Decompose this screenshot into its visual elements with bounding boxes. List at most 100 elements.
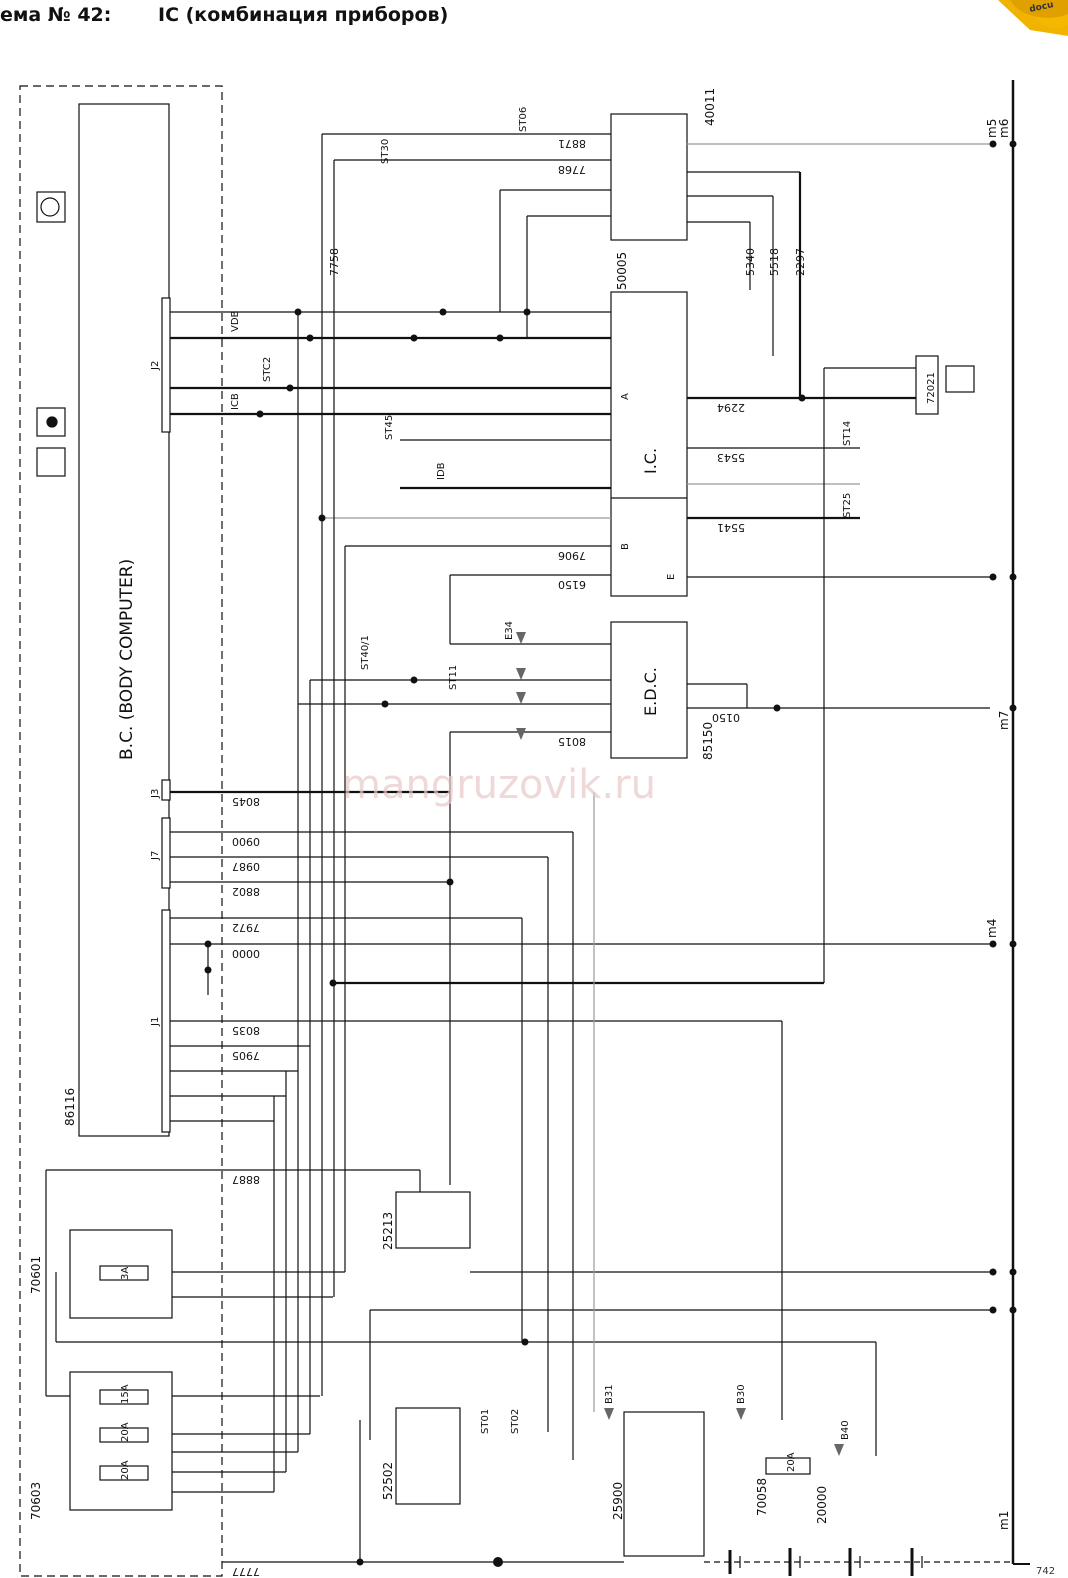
relay-code: 25213 xyxy=(381,1212,395,1250)
connector-j2 xyxy=(161,297,171,433)
fuse-15a xyxy=(99,1389,149,1405)
wire-8015: 8015 xyxy=(558,735,586,748)
clock-icon xyxy=(36,191,66,223)
splice-st02: ST02 xyxy=(510,1409,521,1434)
connector-j2-label: J2 xyxy=(150,361,161,371)
connector-j1-label: J1 xyxy=(150,1017,161,1027)
connector-j3 xyxy=(161,779,171,801)
logo-text: docu xyxy=(1029,0,1055,15)
earth-b31: B31 xyxy=(604,1384,615,1404)
watermark: mangruzovik.ru xyxy=(342,762,656,808)
bc-outline xyxy=(19,85,223,1577)
sensor-code: 72021 xyxy=(926,372,937,404)
battery-code: 20000 xyxy=(815,1486,829,1524)
splice-st01: ST01 xyxy=(480,1409,491,1434)
splice-stc2: STC2 xyxy=(262,357,273,382)
wire-8887: 8887 xyxy=(232,1173,260,1186)
fuse-box2-code: 70603 xyxy=(29,1482,43,1520)
ic-block-e-label: E xyxy=(666,574,677,580)
k40011-code: 40011 xyxy=(703,88,717,126)
wire-6150: 6150 xyxy=(558,578,586,591)
wire-7777: 7777 xyxy=(232,1565,260,1578)
ic-block-b-label: B xyxy=(620,543,631,550)
wire-8045: 8045 xyxy=(232,795,260,808)
wire-8035: 8035 xyxy=(232,1024,260,1037)
connector-j7 xyxy=(161,817,171,889)
edc-module xyxy=(610,621,688,759)
fuse-box-70603 xyxy=(69,1371,173,1511)
wire-0900: 0900 xyxy=(232,835,260,848)
splice-st11: ST11 xyxy=(448,665,459,690)
wire-8871: 8871 xyxy=(558,137,586,150)
splice-st06: ST06 xyxy=(518,107,529,132)
fuse-box-70601 xyxy=(69,1229,173,1319)
fuse-20a-2-label: 20A xyxy=(120,1460,131,1480)
relay-25213 xyxy=(395,1191,471,1249)
splice-st45: ST45 xyxy=(384,415,395,440)
splice-st14: ST14 xyxy=(842,421,853,446)
fuse-70058-label: 20A xyxy=(786,1452,797,1472)
page-header: ема № 42: IC (комбинация приборов) docu xyxy=(0,0,1068,40)
fuse-20a-2 xyxy=(99,1465,149,1481)
switch-code: 52502 xyxy=(381,1462,395,1500)
wire-7768: 7768 xyxy=(558,163,586,176)
sensor-72021 xyxy=(915,355,939,415)
scheme-title: IC (комбинация приборов) xyxy=(158,4,449,26)
edc-code: 85150 xyxy=(701,722,715,760)
fuse-box1-code: 70601 xyxy=(29,1256,43,1294)
wire-5541: 5541 xyxy=(717,521,745,534)
wire-7972: 7972 xyxy=(232,921,260,934)
bc-name: B.C. (BODY COMPUTER) xyxy=(117,559,137,760)
wire-8802: 8802 xyxy=(232,885,260,898)
bus-icb: ICB xyxy=(230,393,241,410)
battery-switch-25900 xyxy=(623,1411,705,1557)
k50005-code: 50005 xyxy=(615,252,629,290)
battery-switch-code: 25900 xyxy=(611,1482,625,1520)
ground-m7: m7 xyxy=(997,711,1011,730)
fuse-20a-1-label: 20A xyxy=(120,1422,131,1442)
edc-name: E.D.C. xyxy=(641,667,660,716)
fuse-70058-code: 70058 xyxy=(755,1478,769,1516)
sensor-symbol xyxy=(945,365,975,393)
connector-j3-label: J3 xyxy=(150,789,161,799)
wire-7906: 7906 xyxy=(558,549,586,562)
ground-m5: m5 xyxy=(985,119,999,138)
wire-2294: 2294 xyxy=(717,401,745,414)
splice-st25: ST25 xyxy=(842,493,853,518)
wire-5543: 5543 xyxy=(717,451,745,464)
bc-body xyxy=(78,103,170,1137)
splice-st30: ST30 xyxy=(380,139,391,164)
module-40011 xyxy=(610,113,688,241)
ic-block-a-label: A xyxy=(620,393,631,400)
earth-b30: B30 xyxy=(736,1384,747,1404)
splice-st40: ST40/1 xyxy=(360,635,371,670)
earth-b40: B40 xyxy=(840,1420,851,1440)
ic-name: I.C. xyxy=(641,448,660,474)
fuse-70058 xyxy=(765,1457,811,1475)
switch-52502 xyxy=(395,1407,461,1505)
wire-2297: 2297 xyxy=(794,248,807,276)
wire-0987: 0987 xyxy=(232,860,260,873)
ground-m4: m4 xyxy=(985,919,999,938)
wiring-diagram: 86116 B.C. (BODY COMPUTER) 40011 50005 I… xyxy=(19,80,1055,1578)
bus-idb: IDB xyxy=(436,462,447,480)
buzzer-icon xyxy=(36,407,66,437)
ground-m1: m1 xyxy=(997,1511,1011,1530)
connector-j1 xyxy=(161,909,171,1133)
wire-5340: 5340 xyxy=(744,248,757,276)
docu-logo: docu xyxy=(998,0,1068,36)
fuse-3a xyxy=(99,1265,149,1281)
earth-e34: E34 xyxy=(504,621,515,640)
corner-label: 742 xyxy=(1036,1566,1055,1577)
bc-code: 86116 xyxy=(63,1088,77,1126)
wire-0150: 0150 xyxy=(712,711,740,724)
fuse-3a-label: 3A xyxy=(120,1267,131,1280)
scheme-number: ема № 42: xyxy=(0,4,112,26)
ground-m6: m6 xyxy=(997,119,1011,138)
wire-5518: 5518 xyxy=(768,248,781,276)
wire-7758: 7758 xyxy=(328,248,341,276)
ic-block-a xyxy=(610,291,688,597)
fuse-15a-label: 15A xyxy=(120,1384,131,1404)
lamp-icon xyxy=(36,447,66,477)
fuse-20a-1 xyxy=(99,1427,149,1443)
